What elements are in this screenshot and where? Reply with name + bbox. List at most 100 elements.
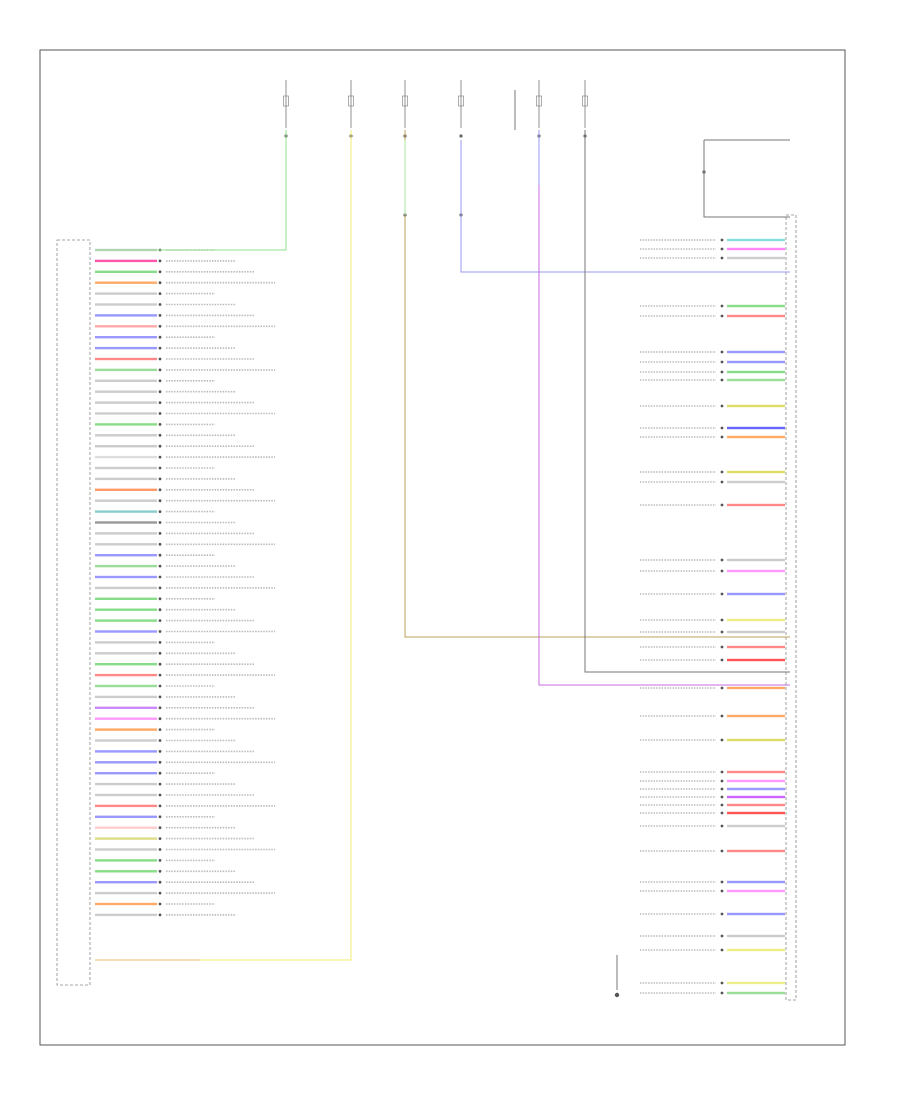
pin-terminal-icon [158, 608, 162, 612]
pin-wire-color [727, 256, 785, 260]
pin-terminal-icon [158, 314, 162, 317]
pin-wire-color [727, 360, 785, 364]
pin-wire-color [727, 630, 785, 634]
pin-wire-color [727, 738, 785, 742]
right-pin-row [640, 304, 785, 308]
right-module [785, 214, 797, 1001]
pin-wire-color [727, 370, 785, 374]
fuse-column [402, 80, 408, 138]
pin-terminal-icon [720, 435, 724, 439]
left-pin-row [95, 880, 255, 884]
fuse-column [283, 80, 289, 138]
left-pin-list [95, 248, 275, 917]
pin-wire-color [727, 934, 785, 938]
left-pin-row [95, 684, 215, 688]
pin-terminal-icon [158, 346, 162, 350]
right-pin-row [640, 592, 785, 596]
right-pin-row [640, 880, 785, 884]
pin-terminal-icon [158, 466, 162, 470]
left-pin-row [95, 499, 275, 503]
fuse-icon [536, 95, 542, 107]
left-pin-row [95, 651, 235, 655]
right-pin-row [640, 503, 785, 507]
pin-terminal-icon [158, 423, 162, 426]
wire-grey-a [584, 130, 790, 673]
pin-terminal-icon [158, 630, 162, 633]
pin-wire-color [95, 357, 157, 361]
pin-terminal-icon [720, 787, 724, 791]
pin-wire-color [95, 772, 157, 775]
pin-terminal-icon [158, 586, 162, 590]
pin-terminal-icon [158, 826, 162, 830]
pin-wire-color [727, 238, 785, 242]
pin-terminal-icon [158, 750, 162, 753]
pin-wire-color [727, 803, 785, 807]
pin-terminal-icon [158, 499, 162, 503]
pin-terminal-icon [158, 335, 162, 339]
right-pin-row [640, 889, 785, 893]
fuse-column [582, 80, 588, 138]
pin-wire-color [727, 991, 785, 995]
pin-terminal-icon [720, 618, 724, 622]
right-pin-row [640, 686, 785, 690]
fuse-icon [582, 95, 588, 107]
pin-terminal-icon [720, 569, 724, 573]
pin-wire-color [95, 739, 157, 742]
left-pin-row [95, 423, 215, 426]
pin-wire-color [95, 728, 157, 731]
pin-terminal-icon [158, 673, 162, 677]
wire-grey-b [703, 140, 790, 218]
pin-wire-color [95, 586, 157, 590]
right-pin-row [640, 480, 785, 484]
pin-wire-color [95, 510, 157, 513]
pin-terminal-icon [158, 837, 162, 840]
pin-terminal-icon [158, 324, 162, 328]
left-pin-row [95, 455, 275, 459]
pin-wire-color [95, 543, 157, 546]
pin-terminal-icon [158, 913, 162, 917]
left-pin-row [95, 433, 235, 437]
pin-wire-color [727, 426, 785, 430]
pin-terminal-icon [158, 521, 162, 524]
pin-terminal-icon [720, 803, 724, 807]
right-pin-row [640, 618, 785, 622]
right-pin-row [640, 658, 785, 662]
fuse-icon [402, 95, 408, 107]
pin-terminal-icon [720, 686, 724, 690]
pin-wire-color [727, 378, 785, 382]
pin-terminal-icon [158, 412, 162, 415]
pin-terminal-icon [158, 619, 162, 622]
left-pin-row [95, 597, 215, 601]
pin-wire-color [95, 793, 157, 797]
right-pin-row [640, 404, 785, 408]
pin-terminal-icon [158, 477, 162, 481]
pin-wire-color [727, 714, 785, 718]
pin-terminal-icon [720, 360, 724, 364]
pin-wire-color [727, 981, 785, 985]
pin-terminal-icon [158, 270, 162, 274]
pin-terminal-icon [158, 401, 162, 404]
pin-terminal-icon [158, 782, 162, 786]
pin-wire-color [95, 455, 157, 459]
fuse-column [348, 80, 354, 138]
pin-wire-color [727, 480, 785, 484]
left-pin-row [95, 782, 235, 786]
left-pin-row [95, 281, 275, 285]
pin-wire-color [95, 575, 157, 579]
left-pin-row [95, 869, 235, 873]
pin-wire-color [95, 532, 157, 535]
pin-wire-color [95, 445, 157, 448]
pin-terminal-icon [158, 695, 162, 699]
pin-terminal-icon [720, 404, 724, 408]
pin-terminal-icon [158, 891, 162, 895]
pin-terminal-icon [720, 238, 724, 242]
right-pin-row [640, 779, 785, 783]
pin-terminal-icon [720, 247, 724, 251]
pin-wire-color [727, 770, 785, 774]
fuse-icon [283, 95, 289, 107]
pin-wire-color [95, 270, 157, 273]
pin-terminal-icon [158, 368, 162, 372]
left-pin-row [95, 706, 255, 710]
pin-terminal-icon [720, 714, 724, 718]
left-module [56, 239, 91, 986]
